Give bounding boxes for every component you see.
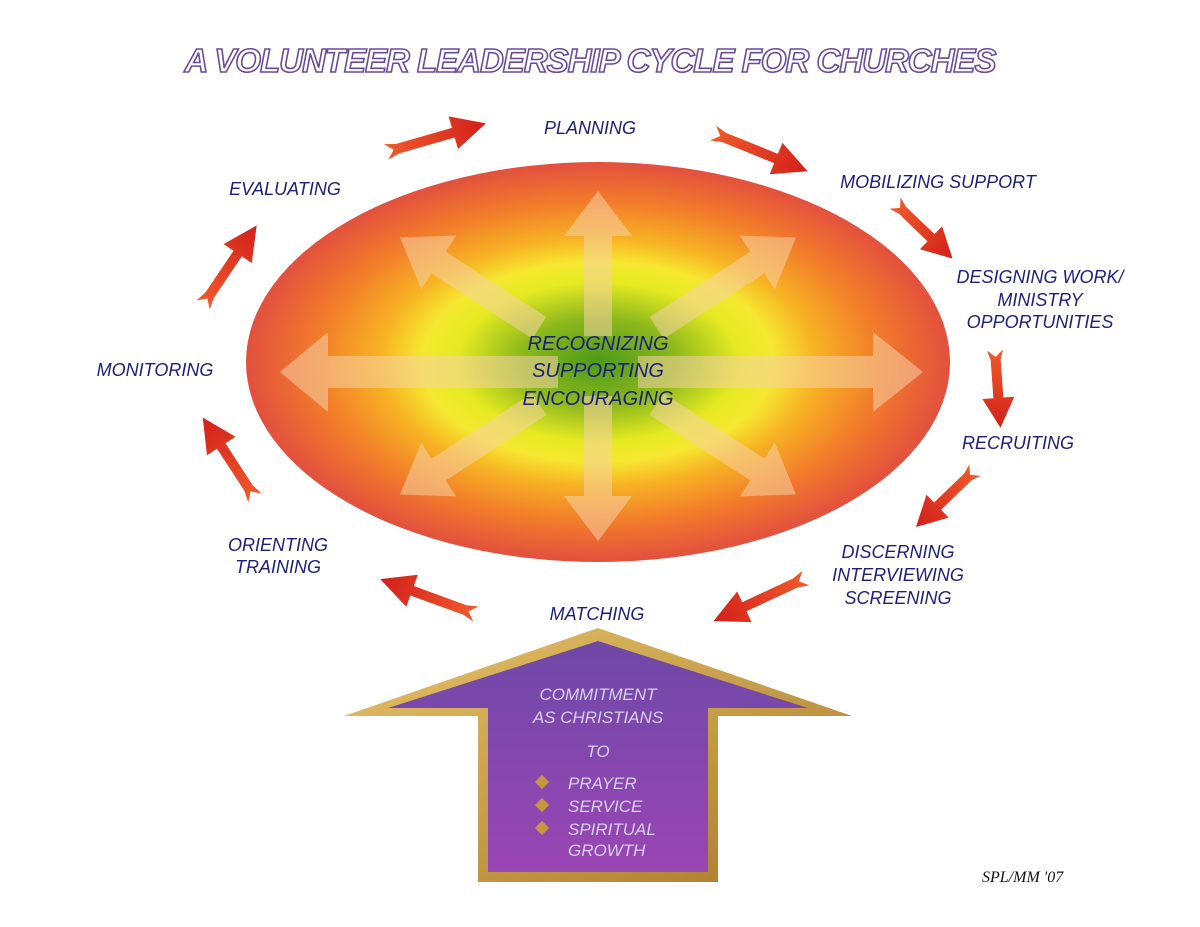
center-line-3: ENCOURAGING: [522, 388, 673, 410]
radiating-arrow-up: [564, 191, 632, 336]
bullet-diamond-icon: [534, 774, 550, 790]
center-text: RECOGNIZING SUPPORTING ENCOURAGING: [522, 333, 673, 410]
commitment-arrow: COMMITMENT AS CHRISTIANS TO PRAYER SERVI…: [344, 628, 852, 882]
stage-discerning-line-3: SCREENING: [844, 588, 951, 608]
commitment-heading-line-1: COMMITMENT: [539, 685, 658, 704]
cycle-arrow-mobilizing-to-designing: [889, 197, 953, 259]
stage-mobilizing-support: MOBILIZING SUPPORT: [840, 172, 1038, 192]
stage-designing-line-3: OPPORTUNITIES: [967, 312, 1114, 332]
cycle-arrow-orienting-to-monitoring: [202, 417, 262, 503]
stage-planning: PLANNING: [544, 118, 636, 138]
stage-recruiting: RECRUITING: [962, 433, 1074, 453]
cycle-arrow-planning-to-mobilizing: [710, 125, 808, 175]
radiating-arrow-up-right: [649, 235, 796, 339]
commitment-item-growth: GROWTH: [568, 841, 646, 860]
commitment-heading-line-2: AS CHRISTIANS: [532, 708, 664, 727]
stage-labels: PLANNING MOBILIZING SUPPORT DESIGNING WO…: [97, 118, 1126, 624]
cycle-arrow-monitoring-to-evaluating: [196, 225, 257, 310]
center-line-2: SUPPORTING: [532, 360, 664, 382]
stage-designing-line-2: MINISTRY: [997, 290, 1084, 310]
radiating-arrow-down-left: [400, 393, 547, 497]
radiating-arrow-right: [638, 332, 923, 412]
radiating-arrows: [280, 191, 923, 541]
cycle-arrows: [196, 116, 1015, 623]
stage-orienting-line-1: ORIENTING: [228, 535, 328, 555]
cycle-arrow-recruiting-to-discerning: [916, 464, 981, 527]
radiating-arrow-down-right: [649, 393, 796, 497]
signature: SPL/MM '07: [982, 869, 1064, 886]
stage-orienting-line-2: TRAINING: [235, 557, 321, 577]
stage-discerning-line-1: DISCERNING: [841, 542, 954, 562]
stage-monitoring: MONITORING: [97, 360, 214, 380]
commitment-item-spiritual: SPIRITUAL: [568, 820, 656, 839]
cycle-arrow-designing-to-recruiting: [982, 349, 1015, 428]
stage-discerning-line-2: INTERVIEWING: [832, 565, 964, 585]
stage-designing-line-1: DESIGNING WORK/: [956, 267, 1125, 287]
radiating-arrow-left: [280, 332, 558, 412]
diagram-title: A VOLUNTEER LEADERSHIP CYCLE FOR CHURCHE…: [184, 42, 997, 79]
cycle-arrow-evaluating-to-planning: [383, 116, 486, 160]
commitment-item-prayer: PRAYER: [568, 774, 637, 793]
bullet-diamond-icon: [534, 797, 550, 813]
commitment-item-service: SERVICE: [568, 797, 643, 816]
stage-evaluating: EVALUATING: [229, 179, 341, 199]
cycle-arrow-discerning-to-matching: [713, 570, 810, 623]
center-line-1: RECOGNIZING: [527, 333, 668, 355]
commitment-to: TO: [586, 742, 609, 761]
radiating-arrow-up-left: [400, 235, 547, 339]
bullet-diamond-icon: [534, 820, 550, 836]
stage-matching: MATCHING: [550, 604, 645, 624]
radiating-arrow-down: [564, 396, 632, 541]
cycle-arrow-matching-to-orienting: [380, 574, 479, 622]
